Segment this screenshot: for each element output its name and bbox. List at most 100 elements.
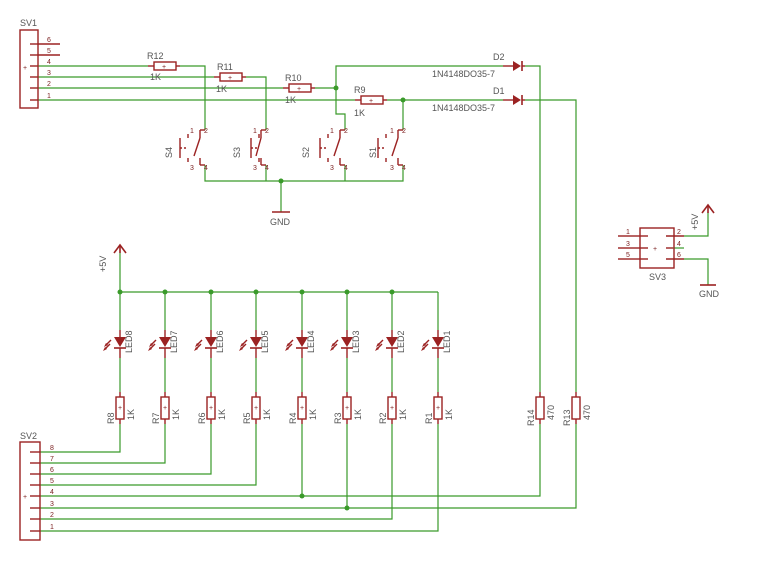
d1-value: 1N4148DO35-7 bbox=[432, 103, 495, 113]
svg-text:+: + bbox=[118, 405, 122, 412]
r9-name: R9 bbox=[354, 85, 366, 95]
led-label: LED4 bbox=[306, 330, 316, 353]
led-2: LED2 bbox=[375, 330, 406, 358]
resistor-r12: + R12 1K bbox=[147, 51, 180, 82]
diode-d2: D2 1N4148DO35-7 bbox=[432, 52, 525, 79]
s2-pin-4: 4 bbox=[344, 165, 348, 172]
switch-s4: S4 1 2 3 4 bbox=[164, 128, 208, 172]
switch-s3: S3 1 2 3 4 bbox=[232, 128, 269, 172]
s4-pin-1: 1 bbox=[190, 128, 194, 135]
led-5: LED5 bbox=[239, 330, 270, 358]
led-resistor-name: R8 bbox=[106, 412, 116, 424]
vcc-label-sv3: +5V bbox=[690, 214, 700, 230]
sv2-pin-4: 4 bbox=[50, 489, 54, 496]
sv1-pin-5: 5 bbox=[47, 48, 51, 55]
sv3-label: SV3 bbox=[649, 272, 666, 282]
svg-text:+: + bbox=[300, 405, 304, 412]
d1-name: D1 bbox=[493, 86, 505, 96]
svg-text:+: + bbox=[163, 405, 167, 412]
r9-value: 1K bbox=[354, 108, 365, 118]
led-label: LED8 bbox=[124, 330, 134, 353]
sv2-pin-5: 5 bbox=[50, 478, 54, 485]
resistor-r14: R14 470 bbox=[526, 392, 556, 426]
sv3-pin-1: 1 bbox=[626, 229, 630, 236]
resistor-r10: + R10 1K bbox=[283, 73, 315, 105]
s4-pin-3: 3 bbox=[190, 165, 194, 172]
resistor-r11: + R11 1K bbox=[214, 62, 246, 94]
gnd-symbol-switches: GND bbox=[270, 211, 291, 227]
s2-pin-1: 1 bbox=[330, 128, 334, 135]
led-group: LED8 LED7 LED6 LED5 LED4 LED3 LED2 LED1 bbox=[103, 330, 452, 358]
header-sv1: SV1 6 5 4 3 2 1 + bbox=[19, 18, 60, 109]
led-resistor-name: R1 bbox=[424, 412, 434, 424]
led-resistor-value: 1K bbox=[398, 409, 408, 420]
s3-pin-3: 3 bbox=[253, 165, 257, 172]
s2-pin-3: 3 bbox=[330, 165, 334, 172]
led-7: LED7 bbox=[148, 330, 179, 358]
led-resistor-value: 1K bbox=[262, 409, 272, 420]
led-resistor-value: 1K bbox=[353, 409, 363, 420]
s3-name: S3 bbox=[232, 147, 242, 158]
switch-s2: S2 1 2 3 4 bbox=[301, 128, 348, 172]
switch-s1: S1 1 2 3 4 bbox=[368, 128, 406, 172]
header-sv3: 1 2 3 4 5 6 + SV3 bbox=[618, 227, 684, 282]
s4-name: S4 bbox=[164, 147, 174, 158]
s1-pin-3: 3 bbox=[390, 165, 394, 172]
led-1: LED1 bbox=[421, 330, 452, 358]
sv2-pin-6: 6 bbox=[50, 467, 54, 474]
r14-name: R14 bbox=[526, 409, 536, 426]
resistor-r13: R13 470 bbox=[562, 392, 592, 426]
svg-text:+: + bbox=[209, 405, 213, 412]
r11-value: 1K bbox=[216, 84, 227, 94]
led-label: LED7 bbox=[169, 330, 179, 353]
svg-text:+: + bbox=[254, 405, 258, 412]
led-label: LED1 bbox=[442, 330, 452, 353]
sv1-pin-3: 3 bbox=[47, 70, 51, 77]
s1-pin-1: 1 bbox=[390, 128, 394, 135]
led-resistor-value: 1K bbox=[126, 409, 136, 420]
r12-name: R12 bbox=[147, 51, 164, 61]
s1-pin-4: 4 bbox=[402, 165, 406, 172]
led-label: LED2 bbox=[396, 330, 406, 353]
led-resistor-value: 1K bbox=[217, 409, 227, 420]
r12-value: 1K bbox=[150, 72, 161, 82]
s1-pin-2: 2 bbox=[402, 128, 406, 135]
sv1-label: SV1 bbox=[20, 18, 37, 28]
vcc-symbol-leds: +5V bbox=[98, 243, 127, 272]
s3-pin-2: 2 bbox=[265, 128, 269, 135]
gnd-label-switches: GND bbox=[270, 217, 291, 227]
d2-name: D2 bbox=[493, 52, 505, 62]
led-resistor-name: R3 bbox=[333, 412, 343, 424]
gnd-label-sv3: GND bbox=[699, 289, 720, 299]
led-label: LED6 bbox=[215, 330, 225, 353]
svg-text:+: + bbox=[297, 86, 301, 93]
led-resistor-name: R2 bbox=[378, 412, 388, 424]
svg-text:+: + bbox=[345, 405, 349, 412]
led-8: LED8 bbox=[103, 330, 134, 358]
sv3-pin-3: 3 bbox=[626, 241, 630, 248]
diode-d1: D1 1N4148DO35-7 bbox=[432, 86, 525, 113]
led-label: LED3 bbox=[351, 330, 361, 353]
gnd-symbol-sv3: GND bbox=[699, 284, 720, 299]
resistor-r2: +R2 1K bbox=[378, 392, 408, 424]
sv3-pin-2: 2 bbox=[677, 229, 681, 236]
svg-text:+: + bbox=[390, 405, 394, 412]
r13-value: 470 bbox=[582, 405, 592, 420]
sv1-pin-1: 1 bbox=[47, 93, 51, 100]
header-sv2: SV2 8 7 6 5 4 3 2 1 + bbox=[19, 431, 54, 541]
sv1-pin-6: 6 bbox=[47, 37, 51, 44]
d2-value: 1N4148DO35-7 bbox=[432, 69, 495, 79]
s1-name: S1 bbox=[368, 147, 378, 158]
sv3-pin-5: 5 bbox=[626, 252, 630, 259]
led-resistor-name: R4 bbox=[288, 412, 298, 424]
resistor-r3: +R3 1K bbox=[333, 392, 363, 424]
wires bbox=[38, 65, 709, 532]
resistor-r8: +R8 1K bbox=[106, 392, 136, 424]
svg-text:+: + bbox=[369, 98, 373, 105]
sv3-pin-4: 4 bbox=[677, 241, 681, 248]
r10-name: R10 bbox=[285, 73, 302, 83]
s3-pin-4: 4 bbox=[265, 165, 269, 172]
